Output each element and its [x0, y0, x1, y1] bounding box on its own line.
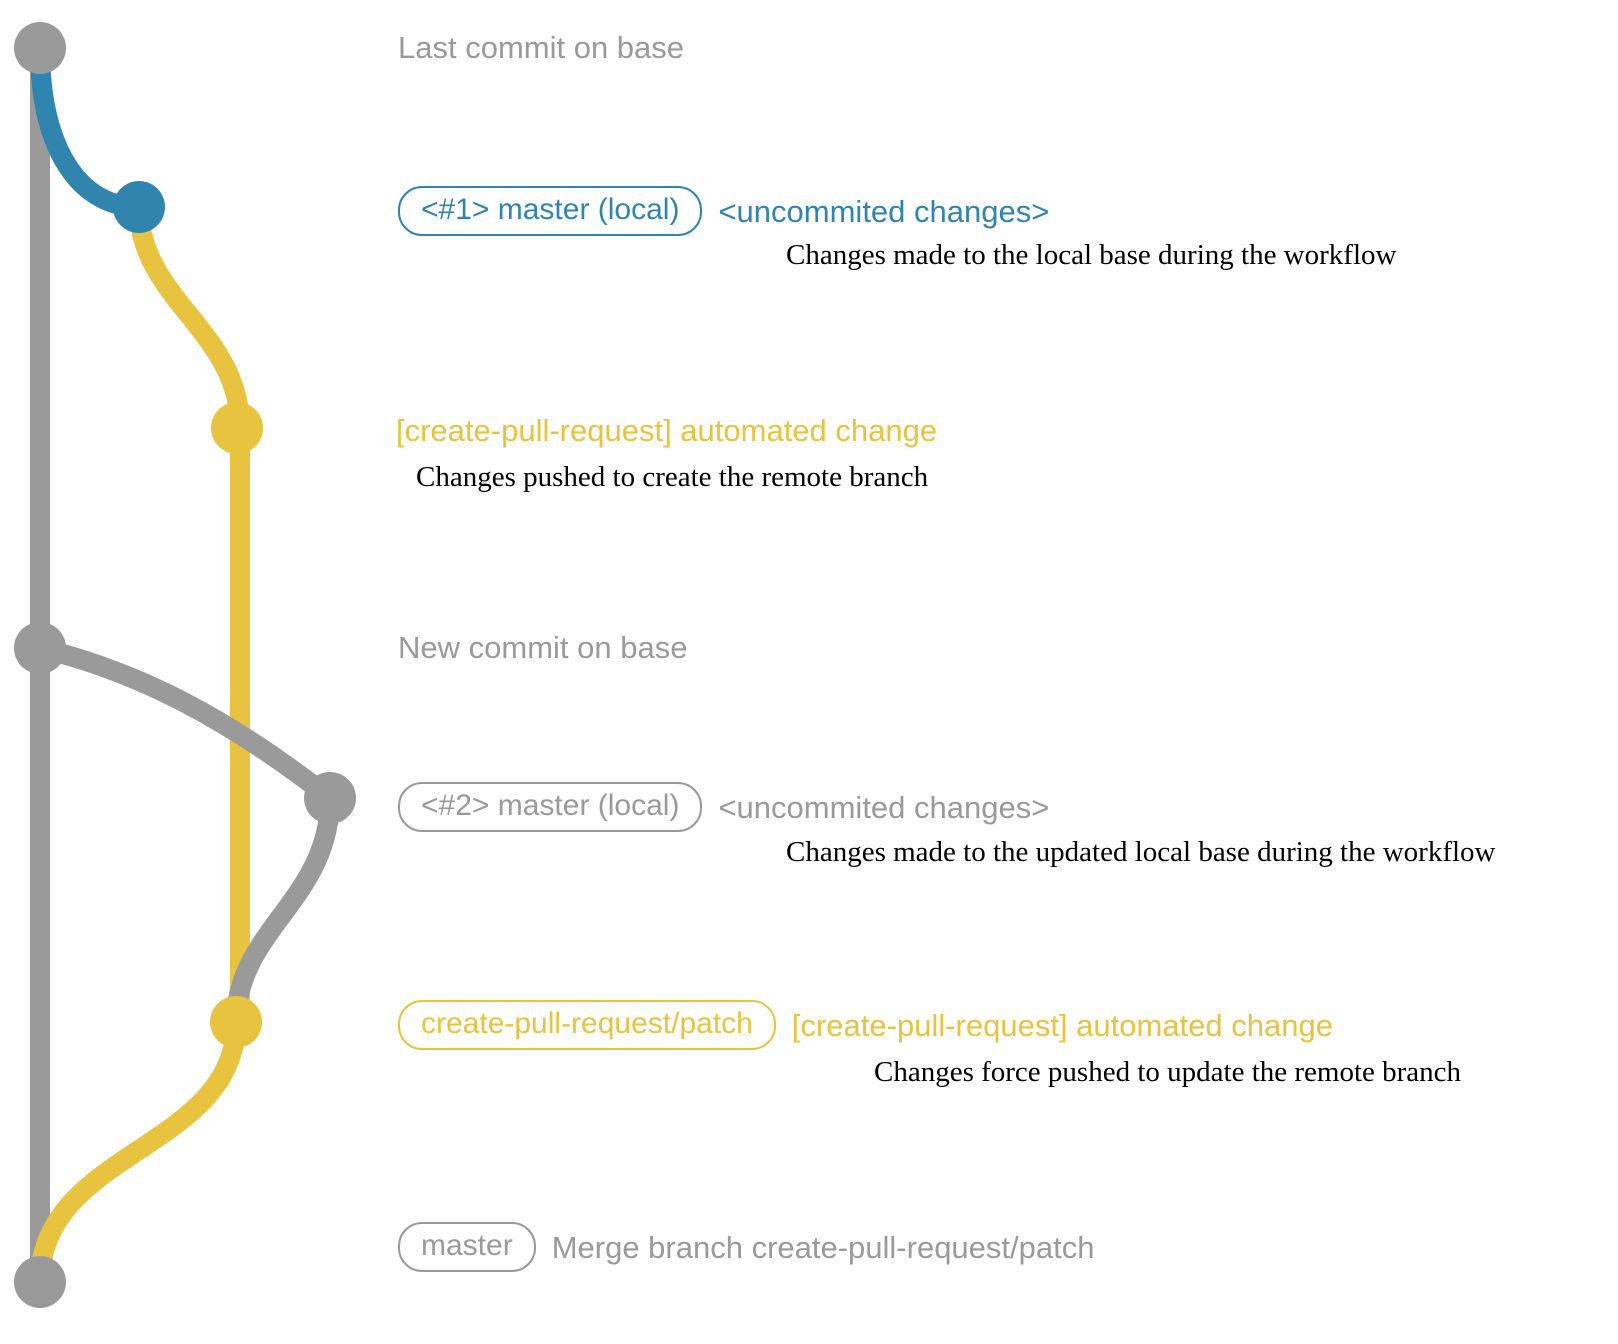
edge-base-to-local-1	[30, 38, 149, 217]
commit-node-new-commit-on-base[interactable]	[14, 622, 66, 674]
commit-node-local-2[interactable]	[304, 772, 356, 824]
edge-local-2-to-patch	[226, 788, 340, 1032]
commit-note-local-1: Changes made to the local base during th…	[786, 239, 1397, 271]
commit-subject-last-commit-on-base: Last commit on base	[398, 30, 685, 65]
commit-note-automated-1: Changes pushed to create the remote bran…	[416, 461, 929, 493]
commit-graph	[14, 22, 356, 1308]
commit-node-last-commit-on-base[interactable]	[14, 22, 66, 74]
commit-node-automated-2[interactable]	[210, 996, 262, 1048]
commit-subject-local-2: <uncommited changes>	[718, 789, 1050, 825]
commit-subject-new-commit-on-base: New commit on base	[398, 630, 688, 665]
commit-subject-automated-2: [create-pull-request] automated change	[791, 1007, 1333, 1043]
ref-badge-master[interactable]: master	[398, 1222, 536, 1272]
edge-local-1-to-patch	[129, 197, 250, 438]
ref-badge-master-local-2[interactable]: <#2> master (local)	[398, 782, 703, 832]
edge-base-to-local-2	[30, 638, 340, 808]
ref-badge-master-local-1[interactable]: <#1> master (local)	[398, 186, 703, 236]
commit-row-local-1: <#1> master (local) <uncommited changes>	[398, 186, 1049, 236]
commit-node-merge[interactable]	[14, 1256, 66, 1308]
commit-node-local-1[interactable]	[113, 181, 165, 233]
ref-badge-create-pull-request-patch[interactable]: create-pull-request/patch	[398, 1000, 776, 1050]
commit-subject-merge: Merge branch create-pull-request/patch	[551, 1229, 1095, 1265]
commit-subject-local-1: <uncommited changes>	[718, 193, 1050, 229]
commit-row-local-2: <#2> master (local) <uncommited changes>	[398, 782, 1049, 832]
commit-subject-automated-1: [create-pull-request] automated change	[396, 413, 938, 448]
commit-note-automated-2: Changes force pushed to update the remot…	[874, 1056, 1462, 1088]
commit-row-merge: master Merge branch create-pull-request/…	[398, 1222, 1094, 1272]
commit-row-automated-2: create-pull-request/patch [create-pull-r…	[398, 1000, 1333, 1050]
edge-patch-to-merge	[30, 1012, 246, 1292]
commit-note-local-2: Changes made to the updated local base d…	[786, 836, 1496, 868]
commit-node-automated-1[interactable]	[211, 402, 263, 454]
